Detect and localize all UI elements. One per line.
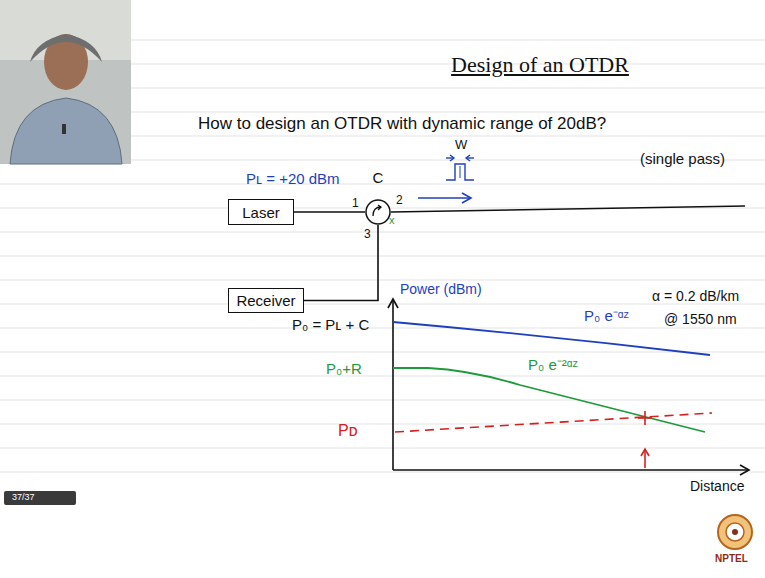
port-number: 1 xyxy=(352,197,359,211)
axis-label: Distance xyxy=(690,478,744,494)
launch-power-label: P₀ = Pʟ + C xyxy=(292,316,369,333)
slide-title: Design of an OTDR xyxy=(451,52,629,77)
note-text: (single pass) xyxy=(640,150,725,167)
crossing-mark xyxy=(638,411,652,468)
laser-power-label: Pʟ = +20 dBm xyxy=(246,170,340,187)
box-label: Receiver xyxy=(236,292,295,309)
fiber-connector xyxy=(304,225,378,301)
wavelength-label: @ 1550 nm xyxy=(664,311,737,327)
axis-label: Power (dBm) xyxy=(400,281,482,297)
page-counter: 37/37 xyxy=(12,492,35,502)
page-toolbar xyxy=(4,491,76,505)
logo-text: NPTEL xyxy=(715,553,748,565)
fiber-line xyxy=(391,206,745,212)
curve-label: P₀ e⁻²ᵅᶻ xyxy=(528,356,578,373)
circulator-symbol xyxy=(365,199,391,225)
port-number: 3 xyxy=(364,228,371,242)
fiber-connector xyxy=(294,211,365,213)
circulator: C xyxy=(365,199,391,225)
component-label: C xyxy=(373,169,384,186)
curve-label: P₀ e⁻ᵅᶻ xyxy=(584,307,629,324)
nptel-logo xyxy=(718,515,752,549)
laser-box: Laser xyxy=(228,199,294,225)
graph-axes xyxy=(388,299,749,475)
attenuation-label: α = 0.2 dB/km xyxy=(652,288,739,304)
pulse-width-label: W xyxy=(455,138,467,153)
detector-floor xyxy=(395,413,712,432)
presenter-video xyxy=(0,0,131,164)
port-number: 2 xyxy=(396,194,403,208)
backscatter-level-label: P₀+R xyxy=(326,360,362,377)
propagation-arrow xyxy=(418,193,471,203)
pulse-symbol xyxy=(446,155,474,180)
detector-level-label: Pᴅ xyxy=(338,422,358,440)
receiver-box: Receiver xyxy=(228,288,304,313)
question-text: How to design an OTDR with dynamic range… xyxy=(198,114,606,134)
box-label: Laser xyxy=(242,204,280,221)
forward-power-curve xyxy=(393,322,710,355)
